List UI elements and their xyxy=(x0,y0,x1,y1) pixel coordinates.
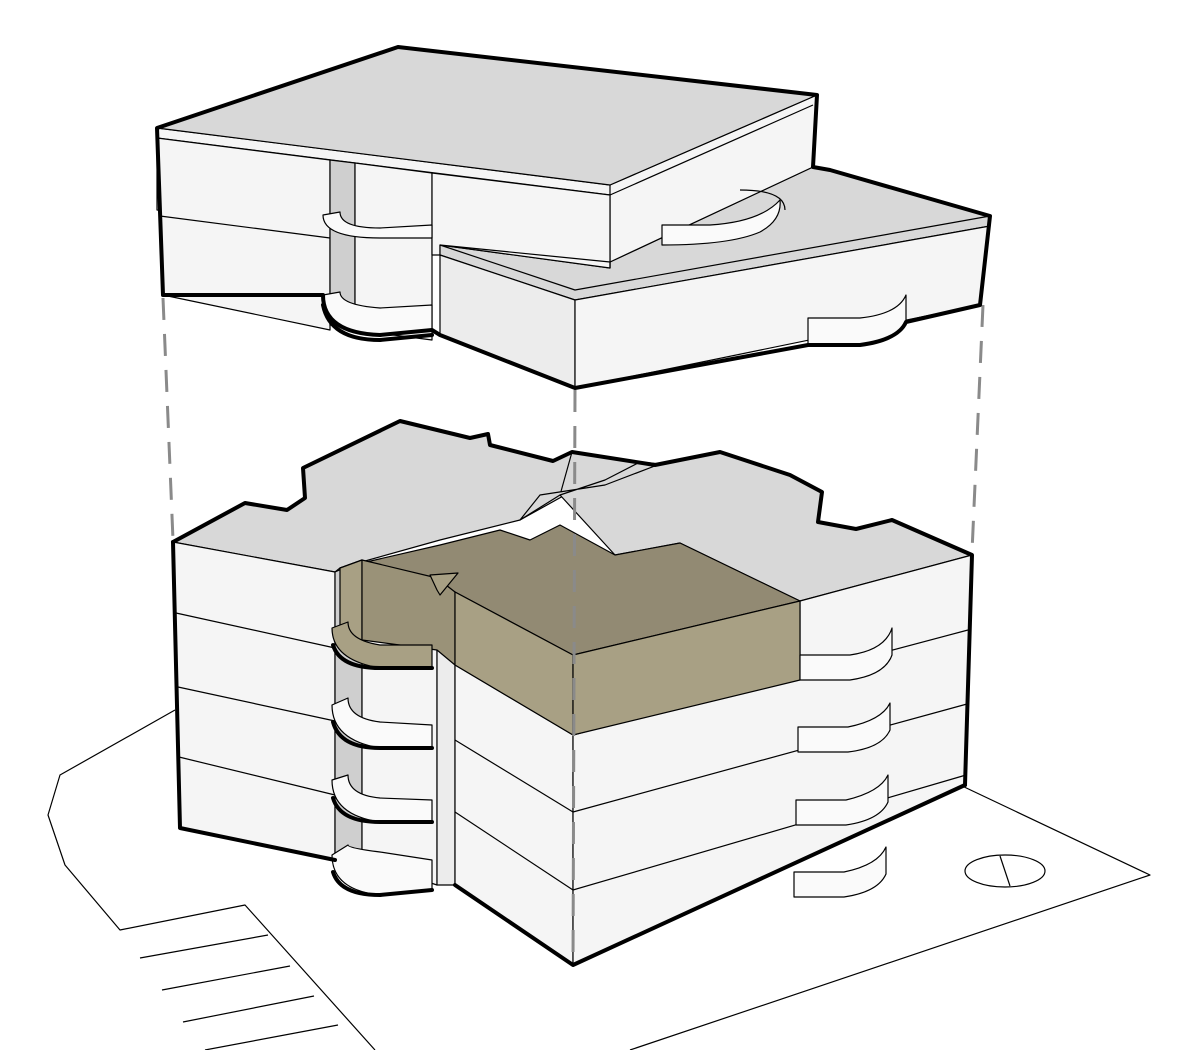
balcony-stair-1 xyxy=(331,621,433,669)
highlighted-notch xyxy=(429,572,459,596)
upper-balcony-1 xyxy=(322,211,433,239)
site-boundary-right xyxy=(629,784,1151,1050)
parking-stripes xyxy=(139,934,339,1050)
balcony-right-1 xyxy=(799,627,893,681)
balcony-stair-4 xyxy=(331,844,433,896)
lower-block xyxy=(171,419,974,967)
balcony-right-4 xyxy=(793,846,887,898)
upper-facade-left xyxy=(156,137,331,331)
site-boundary-left xyxy=(47,709,376,1050)
right-balconies xyxy=(793,627,893,898)
upper-block xyxy=(155,45,992,390)
stair-balconies xyxy=(331,621,434,897)
balcony-right-2 xyxy=(797,702,891,753)
highlighted-floor xyxy=(339,524,801,736)
lower-facade-left xyxy=(172,541,336,861)
balcony-stair-3 xyxy=(331,774,433,823)
upper-terrace-balcony xyxy=(661,199,781,246)
north-arrow-icon xyxy=(964,854,1046,888)
projection-lines xyxy=(161,297,985,966)
balcony-right-3 xyxy=(795,774,889,826)
lower-block-outline xyxy=(171,419,974,787)
site-plan xyxy=(47,709,1151,1050)
balcony-stair-2 xyxy=(331,697,433,749)
upper-stair-column xyxy=(354,162,433,341)
